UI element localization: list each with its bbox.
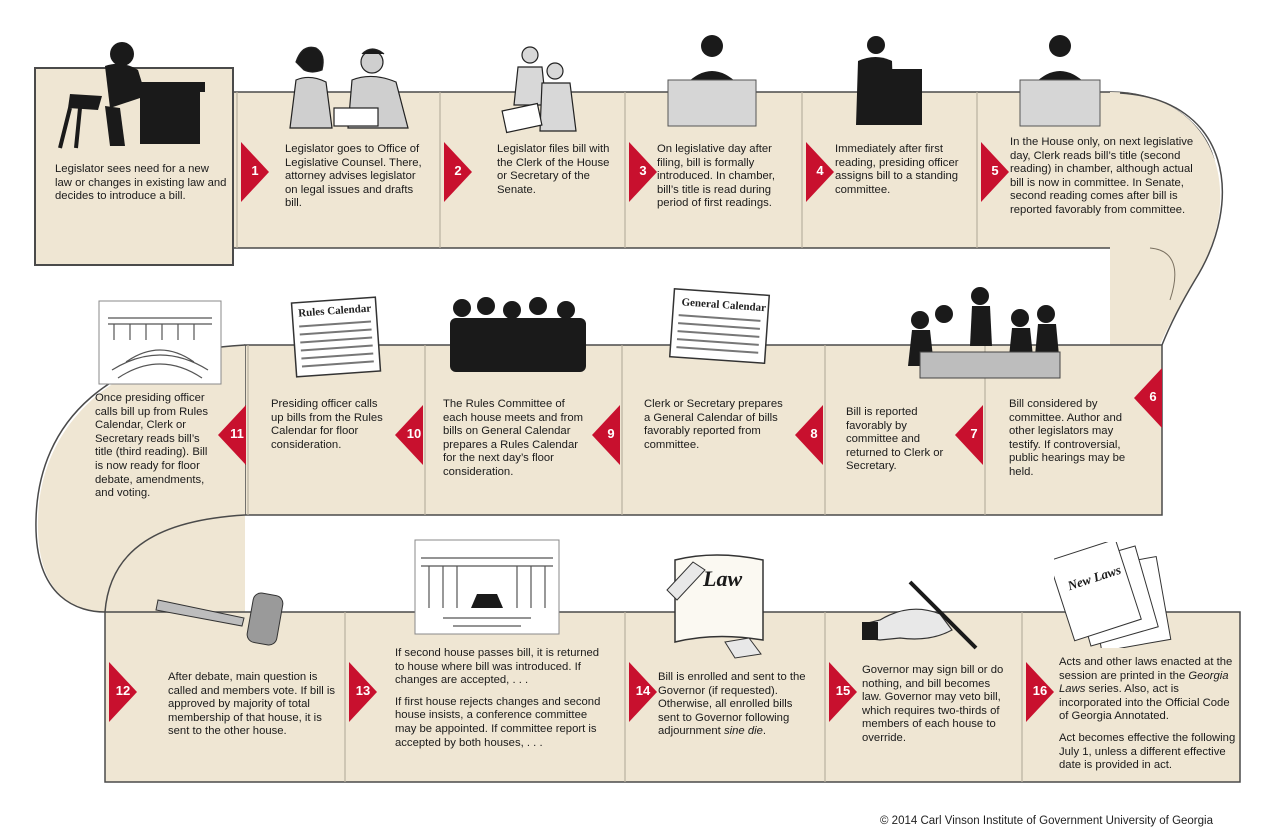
step-1-text: Legislator goes to Office of Legislative… (285, 143, 422, 210)
step-marker-3: 3 (629, 142, 665, 202)
step-12-text: After debate, main question is called an… (168, 671, 336, 738)
presiding-officer-icon (856, 36, 922, 125)
step-marker-11: 11 (214, 405, 250, 465)
step-14-text: Bill is enrolled and sent to the Governo… (658, 671, 806, 738)
step-16-text: Acts and other laws enacted at the sessi… (1059, 656, 1236, 772)
filing-bill-icon (501, 46, 577, 134)
new-laws-papers-icon: New Laws (1054, 542, 1172, 648)
step-marker-13: 13 (349, 662, 385, 722)
legislator-at-desk-icon (58, 42, 205, 149)
step-13-text: If second house passes bill, it is retur… (395, 647, 601, 749)
rules-committee-icon (450, 297, 586, 372)
general-calendar-icon: General Calendar (668, 288, 771, 364)
step-marker-6: 6 (1130, 368, 1166, 428)
gavel-icon (155, 592, 284, 646)
step-marker-4: 4 (806, 142, 842, 202)
ribbon-bottom-band (104, 611, 1241, 783)
copyright: © 2014 Carl Vinson Institute of Governme… (880, 815, 1213, 827)
general-calendar-label: General Calendar (681, 296, 766, 314)
podium-speaker-icon (667, 35, 757, 127)
rules-calendar-icon: Rules Calendar (290, 296, 382, 378)
capitol-building-icon (414, 539, 560, 635)
step-marker-2: 2 (444, 142, 480, 202)
step-marker-10: 10 (391, 405, 427, 465)
clerk-podium-icon (1019, 35, 1101, 127)
step-marker-15: 15 (829, 662, 865, 722)
step-marker-5: 5 (981, 142, 1017, 202)
step-marker-9: 9 (588, 405, 624, 465)
law-scroll-icon: Law (666, 554, 764, 659)
step-marker-14: 14 (629, 662, 665, 722)
step-3-text: On legislative day after filing, bill is… (657, 143, 776, 210)
step-7-text: Bill is reported favorably by committee … (846, 406, 944, 473)
step-11-text: Once presiding officer calls bill up fro… (95, 392, 209, 500)
ribbon-right-bend (1110, 92, 1221, 345)
attorney-meeting-icon (289, 46, 409, 129)
step-9-text: The Rules Committee of each house meets … (443, 398, 584, 478)
step-marker-7: 7 (951, 405, 987, 465)
law-label: Law (702, 566, 742, 591)
step-marker-12: 12 (109, 662, 145, 722)
step-10-text: Presiding officer calls up bills from th… (271, 398, 383, 451)
step-marker-16: 16 (1026, 662, 1062, 722)
step-4-text: Immediately after first reading, presidi… (835, 143, 959, 196)
step-6-text: Bill considered by committee. Author and… (1009, 398, 1126, 478)
step-5-text: In the House only, on next legislative d… (1010, 136, 1194, 216)
signing-pen-icon (862, 580, 978, 650)
step-0-text: Legislator sees need for a new law or ch… (55, 163, 227, 203)
step-marker-8: 8 (791, 405, 827, 465)
step-marker-1: 1 (241, 142, 277, 202)
step-2-text: Legislator files bill with the Clerk of … (497, 143, 610, 196)
step-8-text: Clerk or Secretary prepares a General Ca… (644, 398, 783, 451)
step-15-text: Governor may sign bill or do nothing, an… (862, 664, 1004, 744)
ribbon-left-bend (37, 345, 245, 612)
committee-hearing-icon (908, 287, 1061, 379)
chamber-icon (98, 300, 222, 385)
rules-calendar-label: Rules Calendar (298, 302, 372, 319)
